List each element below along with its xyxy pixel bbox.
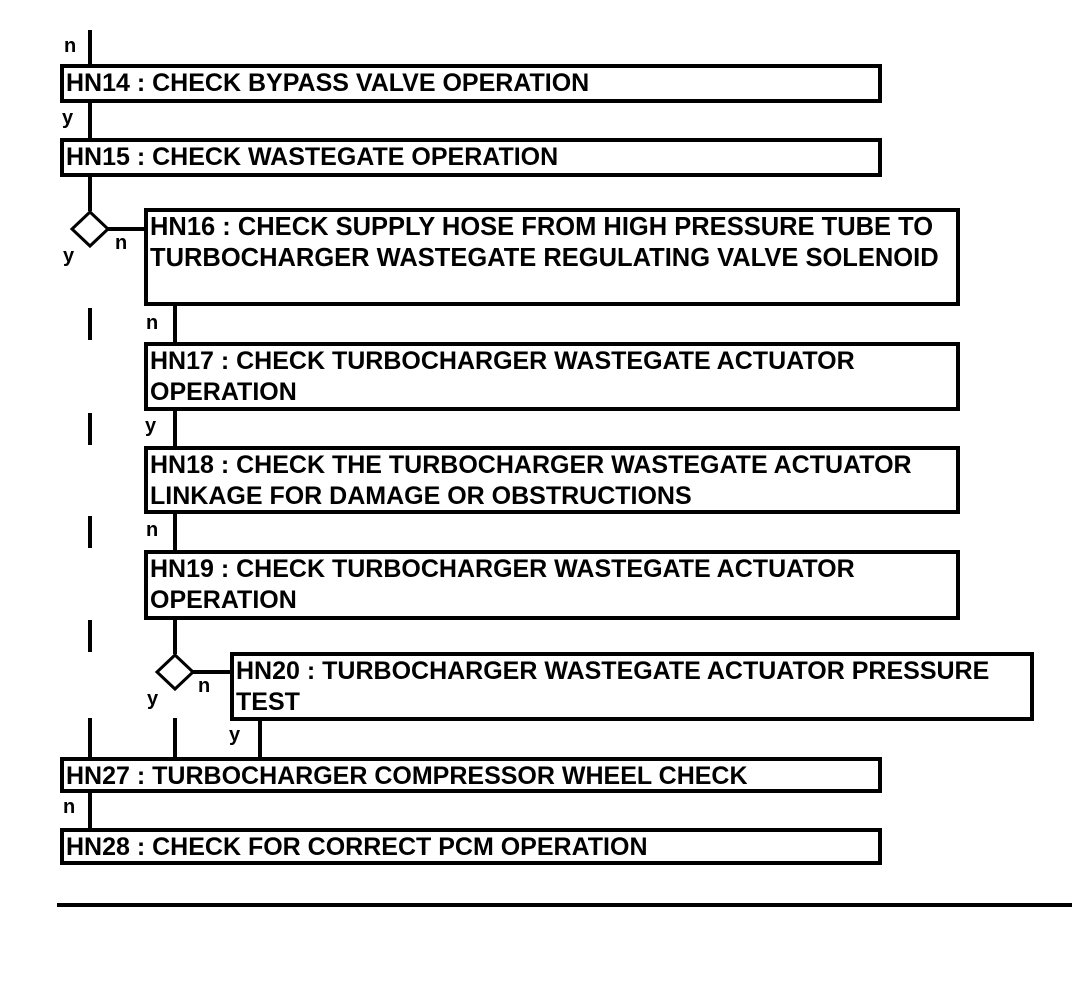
branch-label-d1-yes: y bbox=[63, 245, 75, 267]
branch-label-d2-yes: y bbox=[147, 688, 159, 710]
branch-label-after-hn17: y bbox=[145, 415, 157, 437]
branch-label-after-hn20: y bbox=[229, 724, 241, 746]
decision-diamond-2 bbox=[154, 652, 196, 692]
branch-label-after-hn27: n bbox=[63, 796, 76, 818]
step-hn14: HN14 : CHECK BYPASS VALVE OPERATION bbox=[60, 64, 882, 103]
step-hn16: HN16 : CHECK SUPPLY HOSE FROM HIGH PRESS… bbox=[144, 208, 960, 306]
decision-diamond-1 bbox=[69, 209, 111, 249]
step-hn28: HN28 : CHECK FOR CORRECT PCM OPERATION bbox=[60, 828, 882, 865]
branch-label-top: n bbox=[64, 35, 77, 57]
step-hn18: HN18 : CHECK THE TURBOCHARGER WASTEGATE … bbox=[144, 446, 960, 514]
step-hn27: HN27 : TURBOCHARGER COMPRESSOR WHEEL CHE… bbox=[60, 757, 882, 793]
branch-label-d2-no: n bbox=[198, 675, 211, 697]
branch-label-after-hn18: n bbox=[146, 519, 159, 541]
step-hn15: HN15 : CHECK WASTEGATE OPERATION bbox=[60, 138, 882, 177]
branch-label-after-hn14: y bbox=[62, 107, 74, 129]
step-hn19: HN19 : CHECK TURBOCHARGER WASTEGATE ACTU… bbox=[144, 550, 960, 620]
branch-label-d1-no: n bbox=[115, 232, 128, 254]
step-hn20: HN20 : TURBOCHARGER WASTEGATE ACTUATOR P… bbox=[230, 652, 1034, 721]
step-hn17: HN17 : CHECK TURBOCHARGER WASTEGATE ACTU… bbox=[144, 342, 960, 411]
branch-label-after-hn16: n bbox=[146, 312, 159, 334]
